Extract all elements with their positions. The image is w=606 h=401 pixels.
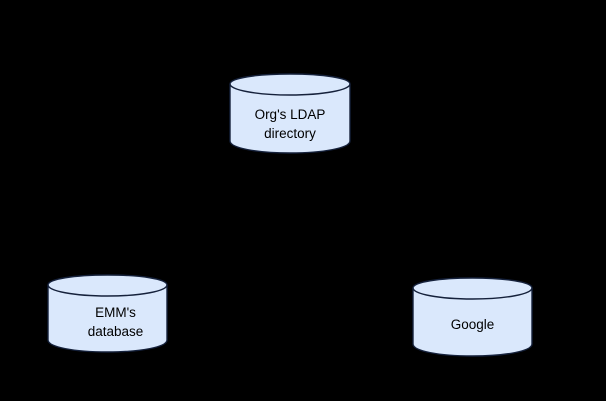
database-cylinder-icon (47, 274, 168, 353)
database-cylinder-icon (412, 277, 533, 357)
database-cylinder-icon (229, 73, 351, 154)
node-emm-database[interactable]: EMM's database (47, 274, 168, 353)
node-ldap-directory[interactable]: Org's LDAP directory (229, 73, 351, 154)
node-google[interactable]: Google (412, 277, 533, 357)
